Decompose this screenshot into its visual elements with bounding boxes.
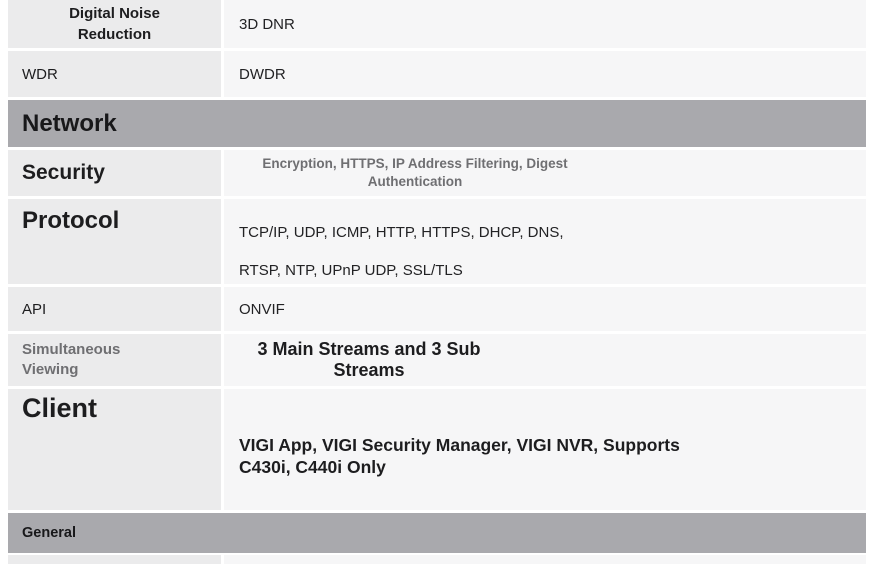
partial-row-label-cell <box>8 555 221 564</box>
row-label-simultaneous-viewing: Simultaneous Viewing <box>8 334 221 386</box>
row-value-client: VIGI App, VIGI Security Manager, VIGI NV… <box>224 389 866 510</box>
partial-row-value-cell <box>224 555 866 564</box>
row-label-wdr: WDR <box>8 51 221 97</box>
row-value-simultaneous-viewing: 3 Main Streams and 3 Sub Streams <box>224 334 866 386</box>
table-row-partial-cutoff <box>8 555 866 564</box>
table-row-security: Security Encryption, HTTPS, IP Address F… <box>8 150 866 196</box>
table-row-digital-noise-reduction: Digital Noise Reduction 3D DNR <box>8 0 866 48</box>
security-value-text: Encryption, HTTPS, IP Address Filtering,… <box>262 156 568 189</box>
row-label-security: Security <box>8 150 221 196</box>
row-label-digital-noise-reduction: Digital Noise Reduction <box>8 0 221 48</box>
table-row-simultaneous-viewing: Simultaneous Viewing 3 Main Streams and … <box>8 334 866 386</box>
specification-table: Digital Noise Reduction 3D DNR WDR DWDR … <box>8 0 866 564</box>
simultaneous-viewing-value-text: 3 Main Streams and 3 Sub Streams <box>257 339 481 380</box>
row-label-client: Client <box>8 389 221 510</box>
row-value-security: Encryption, HTTPS, IP Address Filtering,… <box>224 150 866 196</box>
row-value-protocol: TCP/IP, UDP, ICMP, HTTP, HTTPS, DHCP, DN… <box>224 199 866 284</box>
row-label-api: API <box>8 287 221 331</box>
table-row-protocol: Protocol TCP/IP, UDP, ICMP, HTTP, HTTPS,… <box>8 199 866 284</box>
table-row-wdr: WDR DWDR <box>8 51 866 97</box>
row-label-protocol: Protocol <box>8 199 221 284</box>
section-header-network: Network <box>8 100 866 147</box>
row-value-digital-noise-reduction: 3D DNR <box>224 0 866 48</box>
table-row-api: API ONVIF <box>8 287 866 331</box>
table-row-client: Client VIGI App, VIGI Security Manager, … <box>8 389 866 510</box>
row-value-api: ONVIF <box>224 287 866 331</box>
row-value-wdr: DWDR <box>224 51 866 97</box>
section-header-general: General <box>8 513 866 553</box>
